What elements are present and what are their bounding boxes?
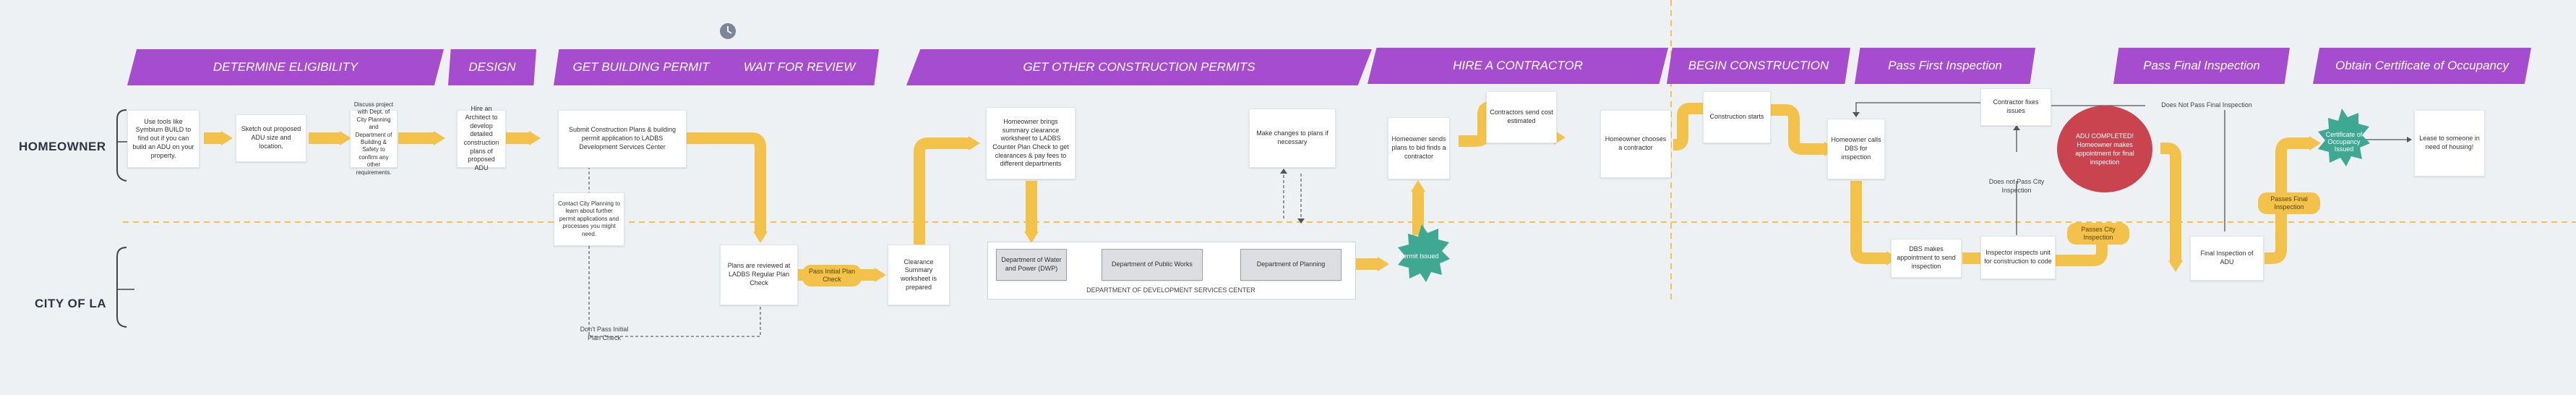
stage-first-inspection: Pass First Inspection <box>1855 48 2035 84</box>
card-bring-worksheet: Homeowner brings summary clearance works… <box>986 107 1076 179</box>
pill-pass-initial: Pass Initial Plan Check <box>802 265 862 286</box>
adu-completed-circle <box>2057 106 2152 192</box>
homeowner-bracket <box>116 109 127 182</box>
card-discuss-project: Discuss project with Dept. of City Plann… <box>350 101 398 176</box>
stage-determine-eligibility: DETERMINE ELIGIBILITY <box>127 49 444 85</box>
stage-begin-construction: BEGIN CONSTRUCTION <box>1667 48 1850 84</box>
certificate-star <box>2318 109 2370 166</box>
pill-passes-city: Passes City Inspection <box>2067 223 2129 245</box>
label-does-not-pass-final: Does Not Pass Final Inspection <box>2145 101 2268 110</box>
adu-completed-text: ADU COMPLETED! Homeowner makes appointme… <box>2075 132 2134 166</box>
stage-final-inspection: Pass Final Inspection <box>2113 48 2290 84</box>
card-send-plans-bid: Homeowner sends plans to bid finds a con… <box>1388 117 1450 179</box>
label-does-not-pass: Does not Pass City Inspection <box>1988 178 2045 194</box>
card-submit-plans: Submit Construction Plans & building per… <box>558 110 687 168</box>
card-hire-architect: Hire an Architect to develop detailed co… <box>457 105 506 171</box>
permit-issued-text: Permit Issued <box>1399 252 1439 260</box>
card-make-changes: Make changes to plans if necessary <box>1249 109 1336 168</box>
card-plan-check: Plans are reviewed at LADBS Regular Plan… <box>720 245 798 305</box>
card-inspector-inspects: Inspector inspects unit for construction… <box>1980 236 2056 279</box>
card-call-dbs: Homeowner calls DBS for inspection <box>1827 119 1885 179</box>
card-public-works: Department of Public Works <box>1102 249 1203 281</box>
card-contact-planning: Contact City Planning to learn about fur… <box>554 192 624 246</box>
stage-certificate: Obtain Certificate of Occupancy <box>2313 48 2531 84</box>
card-final-inspection: Final Inspection of ADU <box>2190 236 2264 281</box>
card-sketch-adu: Sketch out proposed ADU size and locatio… <box>236 114 306 162</box>
stage-get-building-permit: GET BUILDING PERMIT <box>554 49 729 85</box>
card-planning: Department of Planning <box>1240 249 1341 281</box>
card-clearance-summary: Clearance Summary worksheet is prepared <box>888 245 950 305</box>
stage-other-permits: GET OTHER CONSTRUCTION PERMITS <box>906 49 1372 85</box>
permit-issued-star <box>1398 224 1450 282</box>
card-lease: Lease to someone in need of housing! <box>2414 110 2485 177</box>
dds-label: DEPARTMENT OF DEVELOPMENT SERVICES CENTE… <box>1086 286 1255 294</box>
card-cost-estimates: Contractors send cost estimated <box>1486 91 1557 143</box>
card-check-eligibility: Use tools like Symbium BUILD to find out… <box>127 110 199 168</box>
card-dbs-appointment: DBS makes appointment to send inspection <box>1891 239 1962 278</box>
pill-passes-final: Passes Final Inspection <box>2258 192 2320 214</box>
certificate-issued-text: Certificate of Occupancy Issued <box>2325 131 2363 153</box>
card-dwp: Department of Water and Power (DWP) <box>996 249 1067 281</box>
stage-wait-for-review: WAIT FOR REVIEW <box>720 49 879 85</box>
card-choose-contractor: Homeowner chooses a contractor <box>1600 110 1671 178</box>
city-bracket <box>116 247 127 328</box>
lane-homeowner: HOMEOWNER <box>19 140 106 153</box>
card-contractor-fixes: Contractor fixes issues <box>1980 88 2051 126</box>
lane-city: CITY OF LA <box>35 297 107 310</box>
label-dont-pass-initial: Don't Pass Initial Plan Check <box>580 326 629 341</box>
stage-design: DESIGN <box>448 49 536 85</box>
stage-hire-contractor: HIRE A CONTRACTOR <box>1368 48 1668 84</box>
card-construction-starts: Construction starts <box>1703 91 1771 143</box>
